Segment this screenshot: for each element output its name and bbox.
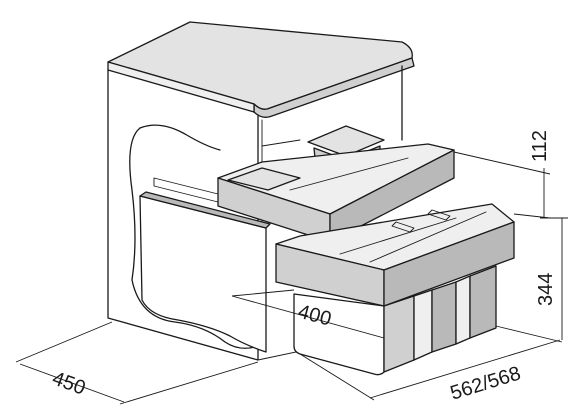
- lower-frame-handle: [427, 209, 451, 221]
- dim-112-label: 112: [529, 130, 551, 162]
- dim-400-line: [231, 295, 385, 339]
- cabinet: [107, 21, 415, 361]
- upper-tray-inner-left: [227, 167, 301, 191]
- dim-344-label: 344: [535, 273, 557, 306]
- dim-562-ext-b: [495, 325, 563, 343]
- lower-frame-handle-2: [391, 221, 415, 233]
- lower-bin-3-front: [455, 275, 471, 345]
- lower-bin-1-side: [383, 295, 415, 373]
- lower-bin-2-front: [413, 289, 433, 361]
- door-panel: [139, 195, 267, 353]
- cabinet-inner-rail: [261, 119, 301, 147]
- dimension-lines: [15, 151, 568, 405]
- lower-frame-divider-1: [339, 217, 457, 255]
- lower-bin-1-front: [293, 293, 385, 376]
- cutaway-edge: [129, 127, 259, 349]
- cutaway-edge-top: [139, 124, 221, 151]
- dim-400-ext: [231, 289, 295, 297]
- dim-450-line: [19, 363, 125, 403]
- upper-bin-back-top: [307, 125, 385, 157]
- lower-frame-divider-2: [369, 211, 487, 263]
- lower-bin-3-side: [469, 265, 497, 339]
- dim-450-ext-b: [119, 361, 259, 405]
- lower-bin-frame: [275, 203, 515, 376]
- lower-frame-side: [383, 221, 515, 307]
- dim-562-ext-a: [299, 353, 375, 401]
- countertop-front-edge: [253, 57, 415, 118]
- dim-450-label: 450: [49, 368, 88, 400]
- lower-bin-2-side: [431, 281, 457, 353]
- dim-112-ext-a: [453, 151, 551, 175]
- countertop-left-edge: [107, 61, 255, 113]
- door-edge: [139, 191, 271, 229]
- countertop-top: [107, 21, 413, 110]
- upper-drawer: [217, 125, 455, 243]
- dim-112-ext-b: [513, 213, 551, 219]
- dim-450-ext-a: [15, 321, 113, 363]
- dim-562-568-label: 562/568: [448, 362, 524, 404]
- dim-562-line: [369, 339, 561, 399]
- upper-tray-divider: [289, 157, 409, 191]
- cabinet-door: [139, 177, 271, 353]
